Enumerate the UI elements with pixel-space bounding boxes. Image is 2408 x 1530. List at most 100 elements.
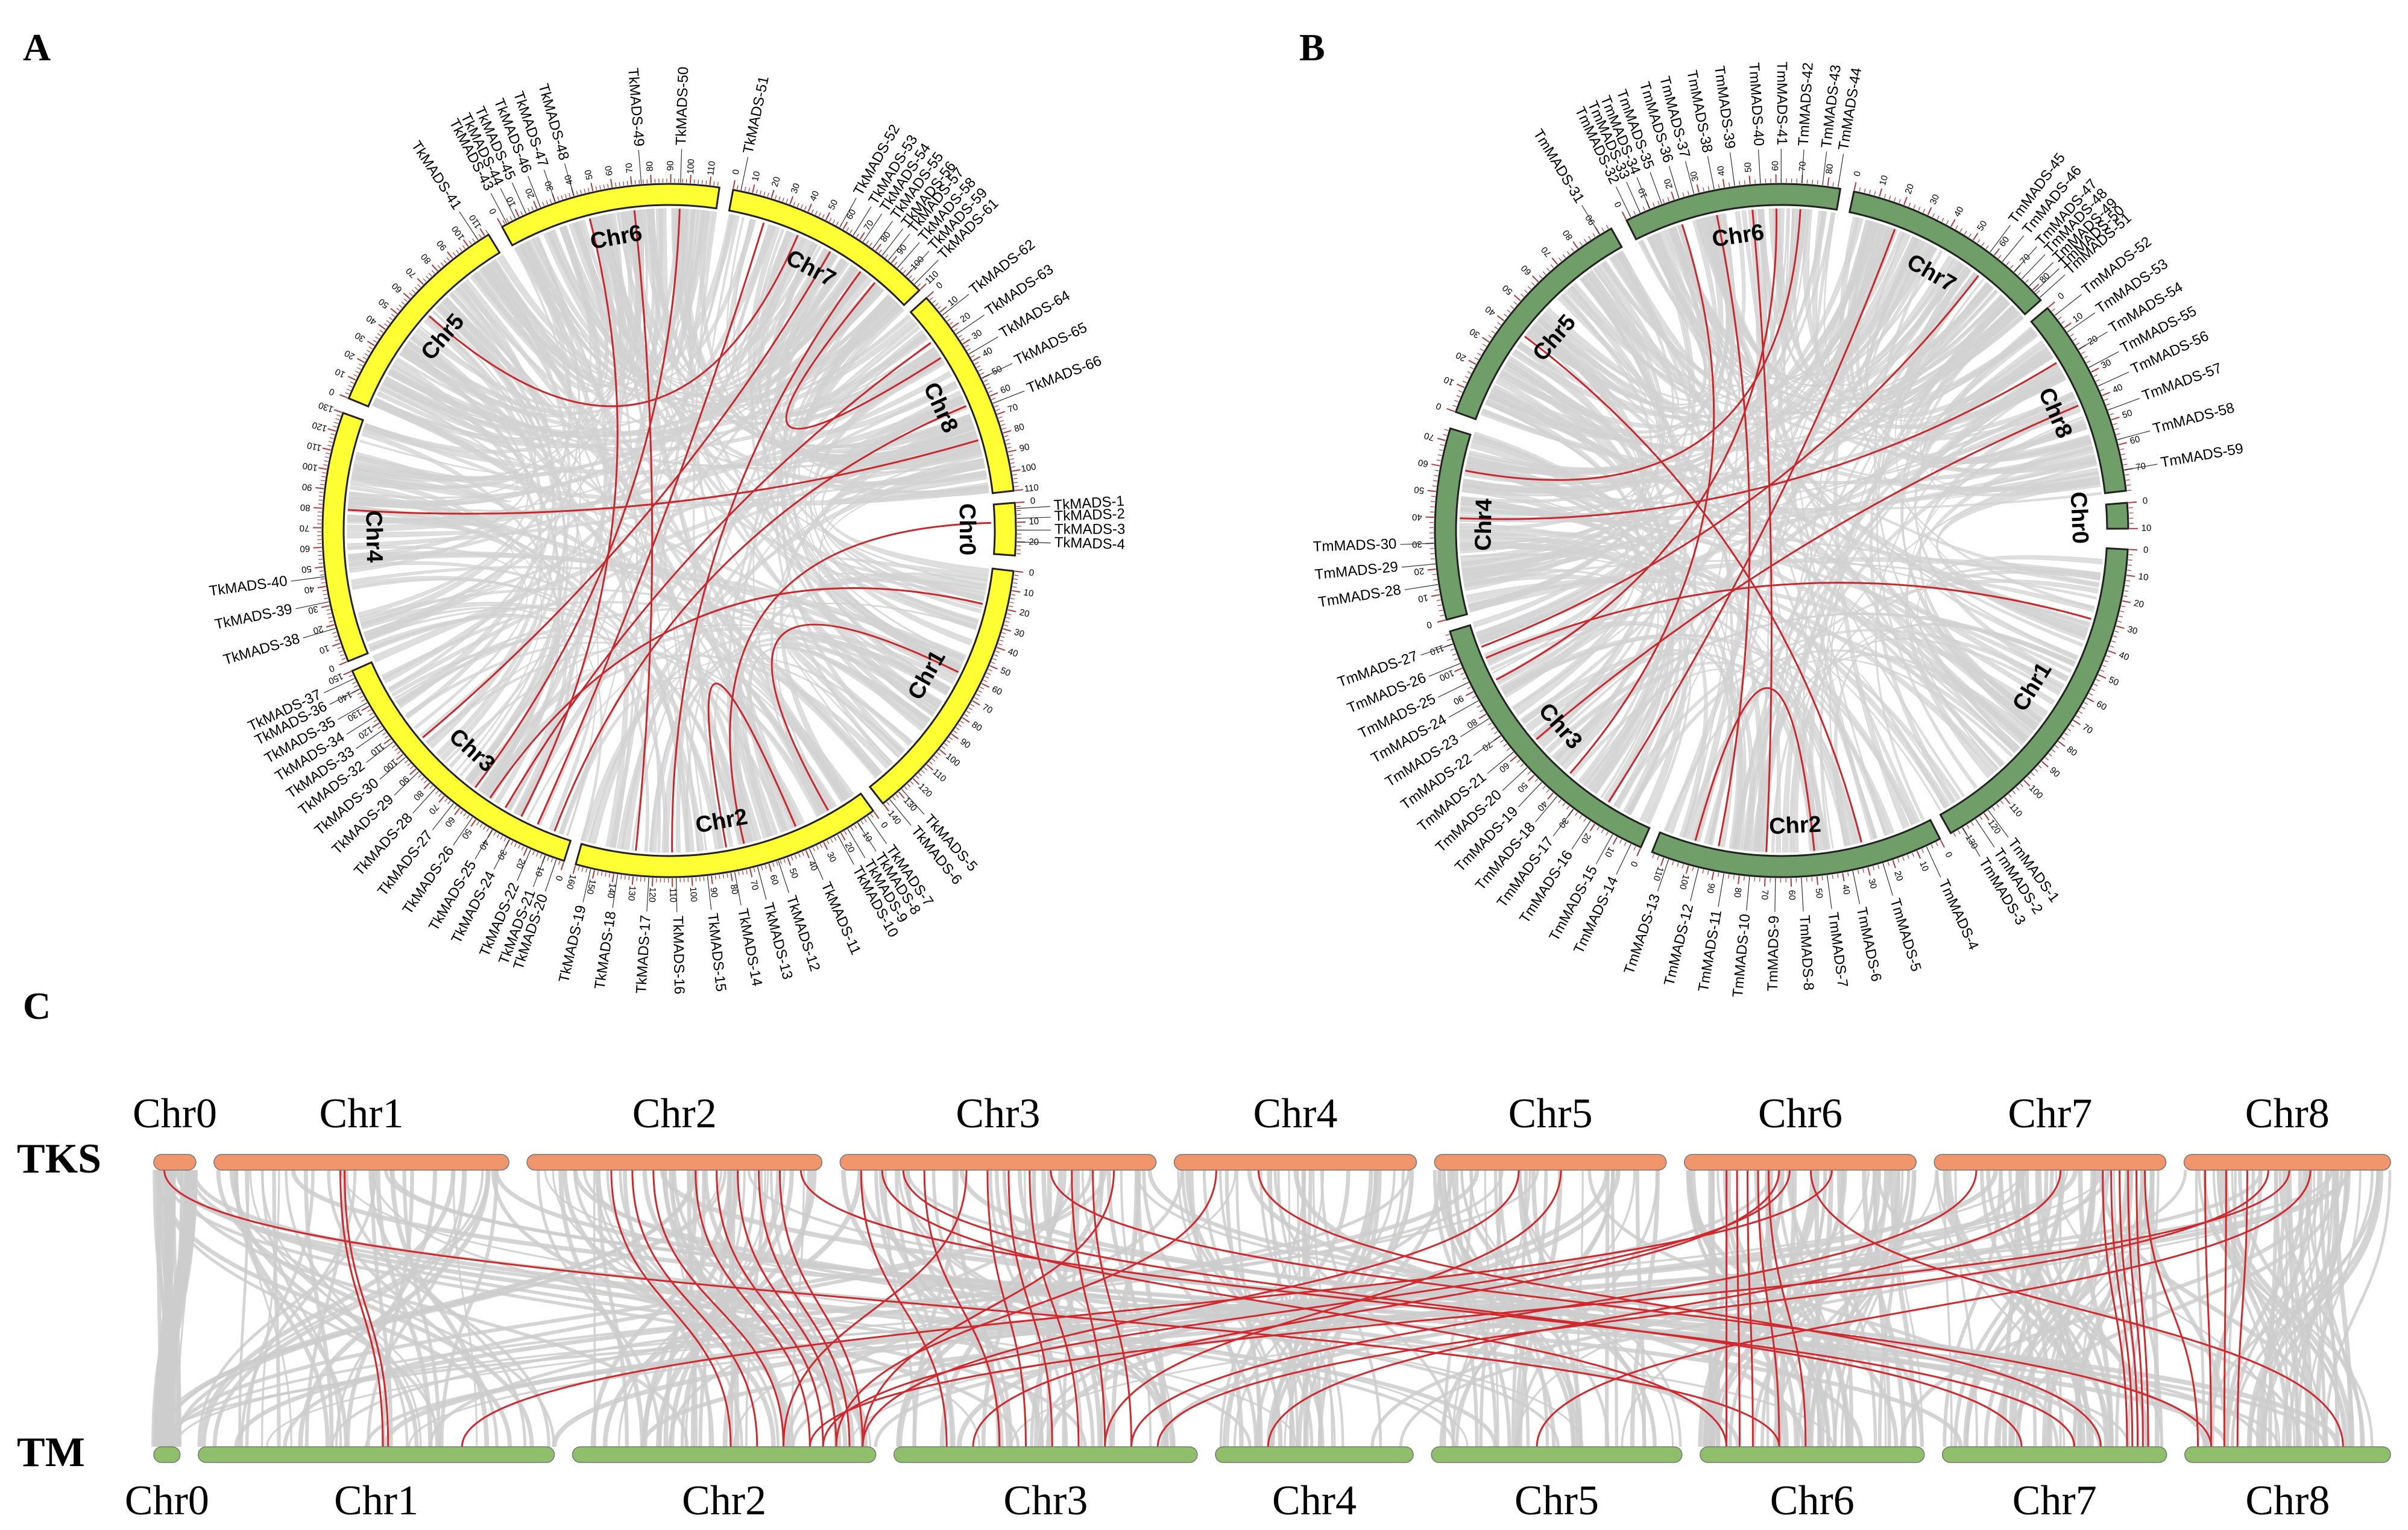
axis-tick [333, 635, 338, 638]
axis-tick [1806, 179, 1808, 184]
axis-tick [991, 397, 996, 400]
gray-synteny-ribbon [1580, 277, 2016, 414]
axis-tick [1469, 367, 1474, 370]
axis-tick [1653, 203, 1655, 207]
axis-tick-label: 70 [624, 162, 635, 173]
gray-synteny-ribbon [348, 294, 891, 567]
axis-tick [470, 819, 476, 827]
axis-tick [2047, 301, 2055, 308]
axis-tick [1941, 218, 1944, 222]
gray-synteny-ribbon [728, 677, 828, 839]
axis-tick [840, 833, 846, 841]
gray-synteny-ribbon [1571, 230, 1707, 396]
axis-tick [866, 240, 869, 244]
gray-synteny-line [165, 1170, 191, 1447]
axis-tick [958, 335, 963, 338]
red-collinear-link [2236, 1170, 2248, 1447]
gray-synteny-ribbon [382, 351, 941, 452]
axis-tick [1916, 851, 1921, 859]
axis-tick [929, 297, 933, 301]
axis-tick-label: 50 [459, 826, 473, 840]
axis-tick [1932, 213, 1935, 218]
axis-tick [576, 190, 578, 195]
gene-leader-line [638, 150, 642, 184]
axis-tick [988, 390, 993, 393]
gene-leader-line [459, 211, 479, 241]
axis-tick [323, 593, 327, 596]
gray-synteny-line [1081, 1170, 1174, 1447]
axis-tick [719, 874, 720, 880]
axis-tick [1467, 371, 1472, 374]
panel-a-gray-links [347, 208, 989, 853]
red-collinear-link [474, 209, 681, 789]
axis-tick [1972, 233, 1979, 241]
axis-tick-label: 20 [1903, 183, 1916, 196]
red-collinear-link [537, 222, 765, 825]
axis-tick [1903, 197, 1908, 206]
axis-tick [446, 257, 450, 261]
axis-tick [353, 374, 358, 377]
gray-synteny-line [1317, 1170, 1382, 1447]
gray-synteny-ribbon [1907, 416, 2084, 770]
axis-tick-label: 0 [1943, 850, 1954, 859]
gray-synteny-line [2025, 1170, 2053, 1447]
gray-synteny-line [1630, 1170, 1660, 1447]
axis-tick [915, 775, 919, 779]
axis-tick [860, 820, 864, 825]
axis-tick [321, 582, 326, 584]
axis-tick [361, 699, 365, 702]
axis-tick [1009, 454, 1013, 456]
gene-leader-line [453, 817, 473, 846]
gene-leader-line [2078, 331, 2108, 350]
axis-tick-label: 160 [564, 873, 578, 890]
axis-tick [339, 661, 348, 666]
axis-tick [540, 854, 542, 858]
gray-synteny-ribbon [1571, 669, 1822, 851]
axis-tick [1003, 628, 1012, 632]
axis-tick-label: 0 [1030, 496, 1036, 506]
gray-synteny-ribbon [437, 306, 688, 852]
gray-synteny-ribbon [1467, 579, 1633, 685]
axis-tick [1539, 275, 1543, 279]
axis-tick-label: 20 [958, 310, 972, 325]
axis-tick [1959, 228, 1962, 232]
axis-tick [2084, 702, 2088, 705]
axis-tick [947, 318, 951, 322]
axis-tick [409, 768, 417, 775]
axis-tick-label: 10 [750, 170, 762, 182]
axis-tick [1427, 568, 1436, 571]
gene-leader-line [1801, 150, 1804, 184]
axis-tick [936, 752, 941, 756]
panel-a-circos: A 01020Chr001020304050607080901001101201… [23, 26, 1125, 995]
gray-synteny-line [245, 1170, 315, 1447]
axis-tick-label: 10 [2138, 571, 2149, 583]
gray-synteny-line [494, 1170, 1963, 1447]
axis-tick-label: 90 [708, 887, 719, 898]
axis-tick [1527, 771, 1531, 775]
gene-leader-line [2029, 262, 2053, 287]
axis-tick [1531, 282, 1535, 286]
axis-tick [869, 242, 872, 247]
gray-synteny-ribbon [1625, 649, 2029, 815]
axis-tick [954, 328, 958, 332]
axis-tick [626, 181, 628, 186]
gray-synteny-ribbon [440, 301, 569, 796]
axis-tick [315, 486, 324, 490]
axis-tick-label: 100 [1677, 874, 1691, 891]
axis-tick [816, 845, 819, 850]
axis-tick-label: 30 [1866, 878, 1879, 890]
axis-tick [964, 714, 969, 717]
axis-tick-label: 40 [806, 859, 819, 872]
axis-tick [976, 365, 981, 368]
gene-leader-line [1626, 181, 1641, 213]
gray-synteny-ribbon [575, 221, 845, 387]
axis-tick [431, 270, 435, 274]
axis-tick [478, 234, 482, 238]
axis-tick [2121, 453, 2126, 456]
panel-b-letter: B [1299, 26, 1325, 69]
axis-tick [1955, 225, 1958, 230]
axis-tick [1738, 875, 1740, 884]
axis-tick [825, 212, 831, 221]
gene-leader-line [707, 876, 712, 910]
axis-tick [585, 868, 587, 873]
